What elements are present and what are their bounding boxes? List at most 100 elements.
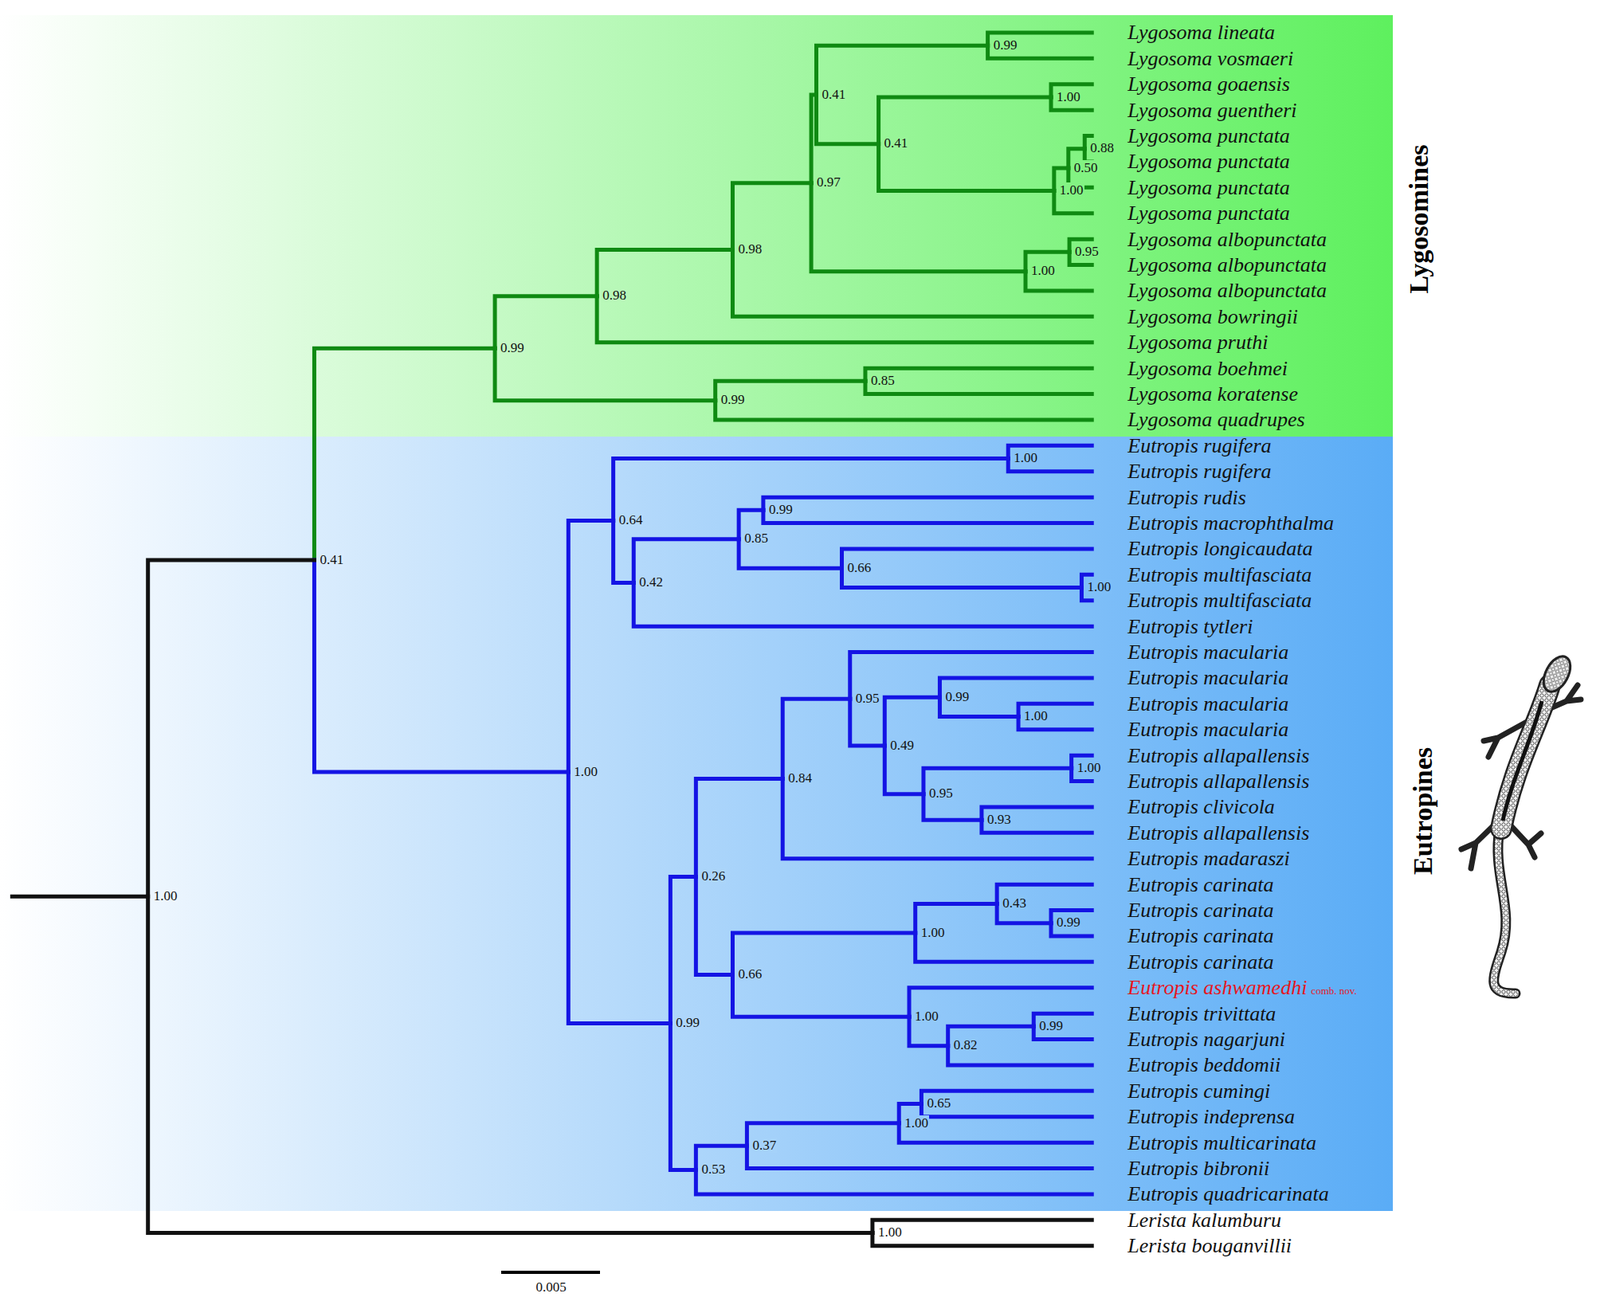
taxon-name: Lygosoma albopunctata <box>1127 278 1327 302</box>
taxon-label: Eutropis rugifera <box>1091 435 1271 457</box>
taxon-label: Eutropis trivittata <box>1091 1003 1276 1025</box>
taxon-label: Eutropis rugifera <box>1091 460 1271 483</box>
taxon-label: Eutropis allapallensis <box>1091 745 1310 767</box>
support-value: 1.00 <box>1012 450 1039 466</box>
support-value: 0.99 <box>944 689 970 705</box>
support-node: 0.41 <box>878 136 910 152</box>
taxon-label: Eutropis clivicola <box>1091 796 1275 818</box>
support-value: 1.00 <box>1086 579 1112 595</box>
taxon-name: Eutropis nagarjuni <box>1127 1027 1286 1051</box>
taxon-name: Eutropis clivicola <box>1127 795 1275 819</box>
support-value: 0.65 <box>925 1095 952 1111</box>
support-node: 1.00 <box>872 1225 903 1241</box>
taxon-name: Eutropis carinata <box>1127 873 1274 897</box>
taxon-label: Lerista bouganvillii <box>1091 1235 1292 1257</box>
lizard-leg <box>1483 721 1529 757</box>
taxon-name: Eutropis macrophthalma <box>1127 511 1334 535</box>
taxon-name: Eutropis allapallensis <box>1127 821 1310 845</box>
taxon-name: Eutropis cumingi <box>1127 1079 1271 1103</box>
support-node: 0.99 <box>988 38 1019 54</box>
support-node: 0.50 <box>1068 160 1099 177</box>
taxon-name: Eutropis rugifera <box>1127 434 1271 458</box>
taxon-name: Lygosoma vosmaeri <box>1127 47 1294 71</box>
lizard-body <box>1501 685 1550 829</box>
taxon-name: Lygosoma albopunctata <box>1127 227 1327 251</box>
support-node: 0.42 <box>633 575 664 591</box>
support-value: 1.00 <box>1076 760 1102 776</box>
taxon-label: Lygosoma goaensis <box>1091 73 1291 95</box>
support-value: 0.93 <box>986 811 1012 828</box>
support-node: 0.49 <box>884 738 915 754</box>
support-value: 0.50 <box>1073 160 1099 176</box>
taxon-label: Eutropis cumingi <box>1091 1080 1271 1102</box>
support-node: 1.00 <box>1071 760 1102 777</box>
support-node: 0.98 <box>596 288 628 304</box>
support-value: 0.82 <box>952 1037 979 1053</box>
taxon-label: Lygosoma bowringii <box>1091 305 1299 328</box>
taxon-name: Eutropis allapallensis <box>1127 769 1310 793</box>
support-value: 0.66 <box>847 560 873 576</box>
lizard-head <box>1537 651 1576 697</box>
lizard-body-scales <box>1501 685 1550 829</box>
support-node: 0.97 <box>811 175 842 191</box>
support-node: 0.88 <box>1084 141 1115 157</box>
branch <box>872 1233 1092 1247</box>
support-node: 0.99 <box>939 690 970 706</box>
taxon-label: Eutropis macularia <box>1091 718 1289 741</box>
taxon-label: Lygosoma albopunctata <box>1091 254 1327 276</box>
taxon-label: Eutropis nagarjuni <box>1091 1028 1286 1051</box>
taxon-label: Eutropis allapallensis <box>1091 822 1310 844</box>
support-node: 1.00 <box>1007 450 1039 467</box>
taxon-label: Eutropis macularia <box>1091 693 1289 715</box>
support-node: 0.26 <box>695 869 726 885</box>
support-value: 1.00 <box>1055 89 1082 105</box>
clade-band: LygosominesLygosoma lineataLygosoma vosm… <box>0 15 1393 437</box>
support-node: 1.00 <box>568 764 599 781</box>
support-value: 1.00 <box>572 764 599 780</box>
taxon-label: Eutropis quadricarinata <box>1091 1183 1330 1205</box>
support-value: 0.95 <box>928 785 954 801</box>
taxon-name: Eutropis multifasciata <box>1127 588 1312 612</box>
taxon-name: Eutropis carinata <box>1127 950 1274 974</box>
taxon-name: Eutropis longicaudata <box>1127 537 1313 561</box>
support-value: 0.95 <box>854 690 881 706</box>
taxon-name: Eutropis carinata <box>1127 898 1274 922</box>
taxon-name: Eutropis madaraszi <box>1127 847 1290 871</box>
clade-band: EutropinesEutropis rugiferaEutropis rugi… <box>0 436 1393 1212</box>
support-node: 1.00 <box>148 889 179 905</box>
scale-bar <box>501 1270 600 1275</box>
taxon-name: Lerista bouganvillii <box>1127 1234 1292 1258</box>
support-node: 0.65 <box>921 1096 952 1112</box>
support-value: 0.64 <box>618 512 644 528</box>
support-value: 1.00 <box>1058 182 1085 198</box>
taxon-label: Lygosoma koratense <box>1091 383 1299 405</box>
support-node: 0.66 <box>732 967 763 983</box>
taxon-name: Eutropis beddomii <box>1127 1053 1281 1077</box>
taxon-name: Eutropis macularia <box>1127 640 1289 664</box>
taxon-label: Lerista kalumburu <box>1091 1209 1282 1232</box>
support-value: 0.99 <box>1038 1018 1064 1034</box>
taxon-name: Lygosoma punctata <box>1127 176 1291 200</box>
support-value: 0.41 <box>318 552 345 568</box>
support-value: 0.99 <box>720 392 746 408</box>
lizard-tail-scales <box>1494 828 1516 994</box>
support-node: 0.37 <box>746 1138 777 1154</box>
taxon-label: Eutropis rudis <box>1091 486 1247 509</box>
taxon-label: Lygosoma boehmei <box>1091 357 1288 380</box>
support-node: 1.00 <box>1054 183 1085 199</box>
support-node: 0.99 <box>763 502 794 518</box>
taxon-name: Lygosoma quadrupes <box>1127 407 1305 432</box>
support-node: 0.43 <box>996 896 1028 912</box>
support-node: 1.00 <box>915 925 946 942</box>
taxon-name: Eutropis bibronii <box>1127 1156 1270 1181</box>
support-value: 0.66 <box>737 966 763 982</box>
taxon-name: Eutropis rugifera <box>1127 459 1271 483</box>
taxon-label: Lygosoma punctata <box>1091 150 1291 173</box>
lizard-illustration <box>1461 651 1581 994</box>
support-node: 1.00 <box>1050 90 1082 106</box>
taxon-label: Lygosoma guentheri <box>1091 99 1297 122</box>
support-value: 0.41 <box>883 135 910 151</box>
taxon-name: Lygosoma lineata <box>1127 20 1275 44</box>
support-value: 1.00 <box>903 1115 930 1131</box>
nomenclature-note: comb. nov. <box>1310 984 1357 997</box>
